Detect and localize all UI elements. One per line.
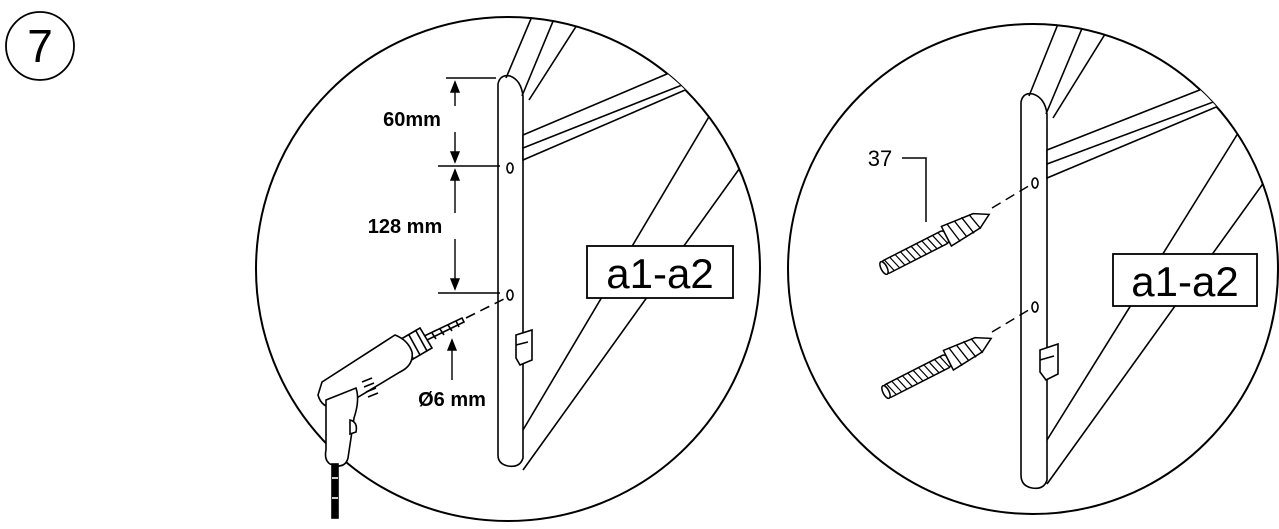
drill-diameter-label: Ø6 mm (418, 389, 486, 411)
dimension-middle-label: 128 mm (368, 216, 443, 238)
right-slot (1039, 342, 1059, 382)
right-post (1020, 92, 1048, 490)
right-part-label: a1-a2 (1131, 258, 1238, 305)
dimension-top-label: 60mm (383, 109, 441, 131)
left-slot (515, 328, 533, 367)
step-badge: 7 (5, 11, 75, 81)
left-hole-lower (506, 289, 514, 301)
left-dimensions (438, 77, 500, 294)
left-post (497, 74, 524, 468)
lag-screw-upper (879, 212, 991, 276)
callout-leader (902, 157, 927, 222)
right-hole-lower (1031, 301, 1039, 313)
drill-illustration (317, 297, 507, 519)
right-detail-view: 37 a1-a2 (787, 23, 1279, 515)
right-hole-upper (1031, 177, 1039, 189)
lag-screw-lower (881, 336, 993, 400)
left-hole-upper (506, 162, 514, 174)
diameter-leader (446, 338, 458, 380)
left-detail-view: 60mm 128 mm (255, 16, 761, 522)
right-part-label-box (1112, 253, 1258, 307)
callout-number: 37 (868, 146, 892, 171)
left-part-label-box (586, 245, 734, 299)
left-part-label: a1-a2 (606, 250, 713, 297)
step-number: 7 (27, 20, 53, 72)
